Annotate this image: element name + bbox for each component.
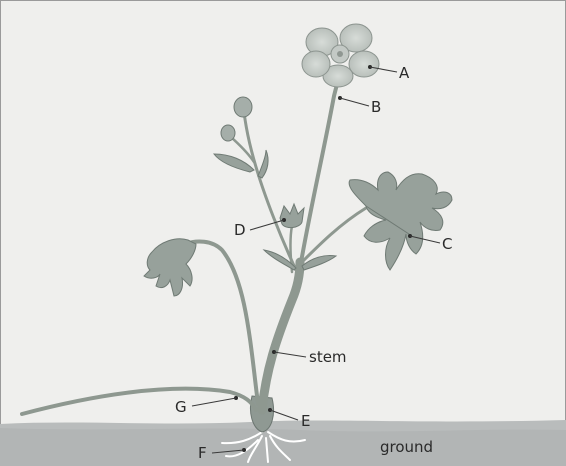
flower-bud-top [234,97,252,117]
flower-bud-side [221,125,235,141]
label-f: F [198,444,207,462]
label-d: D [234,221,246,239]
label-e: E [301,412,310,430]
label-ground: ground [380,438,433,456]
label-c: C [442,235,452,253]
label-g: G [175,398,187,416]
ground-area [0,420,566,466]
label-stem: stem [309,348,347,366]
label-a: A [399,64,410,82]
label-b: B [371,98,381,116]
